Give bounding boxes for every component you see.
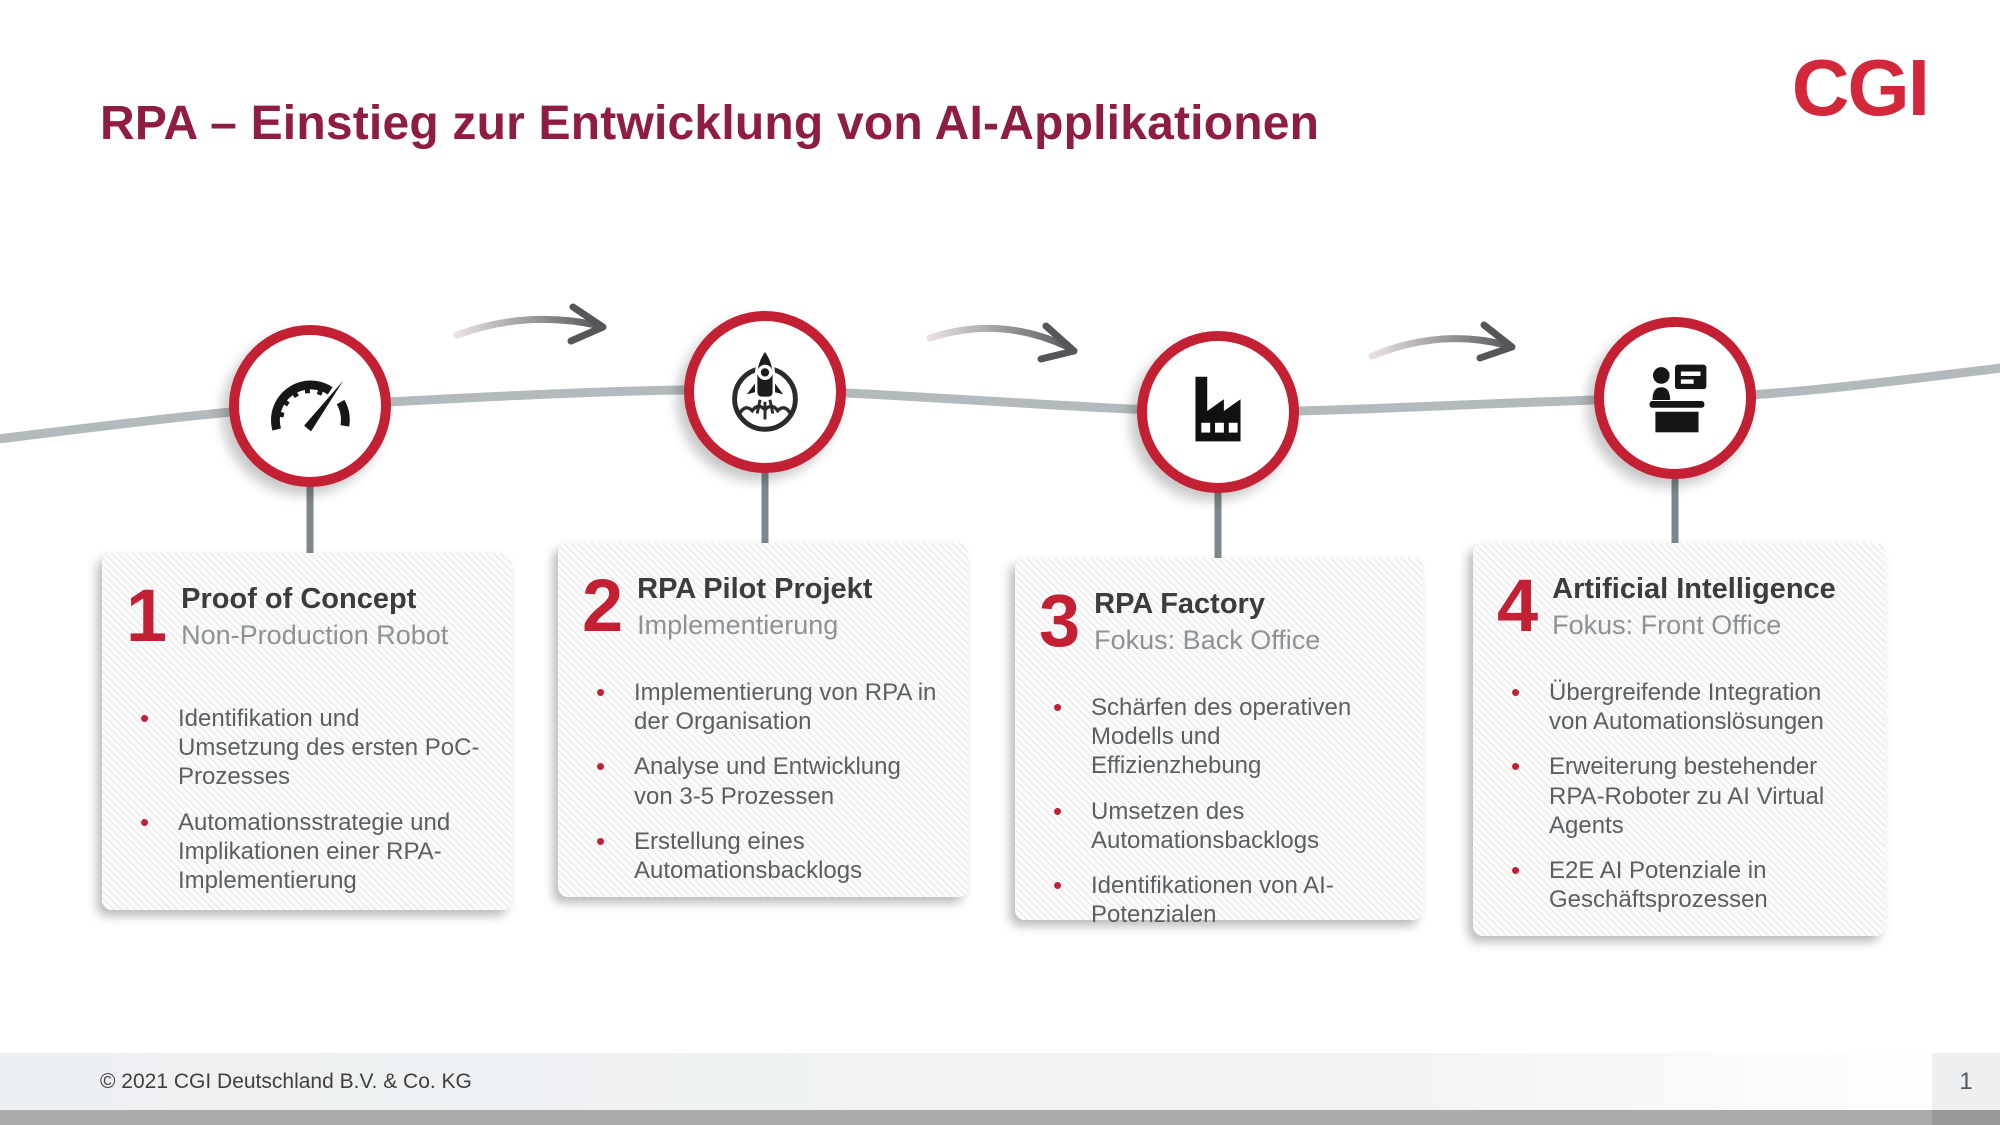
bottom-strip <box>0 1110 2000 1125</box>
bullet-item: Automationsstrategie und Implikationen e… <box>126 807 486 896</box>
bullet-list: Identifikation und Umsetzung des ersten … <box>126 703 486 896</box>
bullet-list: Übergreifende Integration von Automation… <box>1497 677 1859 915</box>
step-subtitle: Non-Production Robot <box>181 620 449 651</box>
bullet-item: Erweiterung bestehender RPA-Roboter zu A… <box>1497 751 1859 840</box>
step-number: 1 <box>126 574 168 657</box>
bullet-item: Erstellung eines Automationsbacklogs <box>582 826 942 886</box>
bullet-item: E2E AI Potenziale in Geschäftsprozessen <box>1497 855 1859 915</box>
bullet-list: Schärfen des operativen Modells und Effi… <box>1039 692 1397 930</box>
step-circle-4 <box>1594 317 1756 479</box>
bullet-item: Übergreifende Integration von Automation… <box>1497 677 1859 737</box>
bottom-strip-right <box>1932 1110 2000 1125</box>
bullet-list: Implementierung von RPA in der Organisat… <box>582 677 942 886</box>
step-card-1: 1 Proof of Concept Non-Production Robot … <box>102 553 512 910</box>
arrow-3-icon <box>1368 321 1516 362</box>
copyright-text: © 2021 CGI Deutschland B.V. & Co. KG <box>100 1070 472 1093</box>
cgi-logo: CGI <box>1791 43 1930 132</box>
step-number: 4 <box>1497 564 1539 647</box>
bullet-item: Identifikation und Umsetzung des ersten … <box>126 703 486 792</box>
step-card-2: 2 RPA Pilot Projekt Implementierung Impl… <box>558 543 968 897</box>
step-subtitle: Fokus: Front Office <box>1552 610 1782 641</box>
bullet-item: Schärfen des operativen Modells und Effi… <box>1039 692 1397 781</box>
rocket-launch-icon <box>732 347 798 432</box>
factory-icon <box>1195 376 1241 442</box>
page-title: RPA – Einstieg zur Entwicklung von AI-Ap… <box>100 97 1320 150</box>
page-number: 1 <box>1932 1053 2000 1110</box>
arrow-2-icon <box>926 322 1078 363</box>
step-card-3: 3 RPA Factory Fokus: Back Office Schärfe… <box>1015 558 1423 928</box>
step-circle-3 <box>1137 331 1299 493</box>
bullet-item: Implementierung von RPA in der Organisat… <box>582 677 942 737</box>
step-title: RPA Factory <box>1094 588 1265 620</box>
step-number: 2 <box>582 564 624 647</box>
step-card-4: 4 Artificial Intelligence Fokus: Front O… <box>1473 543 1885 936</box>
step-circle-2 <box>684 311 846 473</box>
step-title: Artificial Intelligence <box>1552 573 1836 605</box>
arrow-1-icon <box>453 303 607 345</box>
step-title: Proof of Concept <box>181 583 417 615</box>
footer-bar: © 2021 CGI Deutschland B.V. & Co. KG <box>0 1053 2000 1110</box>
step-circle-1 <box>229 325 391 487</box>
speedometer-icon <box>271 380 350 432</box>
step-number: 3 <box>1039 579 1081 662</box>
bullet-item: Umsetzen des Automationsbacklogs <box>1039 796 1397 856</box>
bullet-item: Identifikationen von AI-Potenzialen <box>1039 870 1397 930</box>
bullet-item: Analyse und Entwicklung von 3-5 Prozesse… <box>582 751 942 811</box>
front-office-desk-icon <box>1649 364 1707 433</box>
step-subtitle: Fokus: Back Office <box>1094 625 1321 656</box>
step-title: RPA Pilot Projekt <box>637 573 873 605</box>
step-subtitle: Implementierung <box>637 610 839 641</box>
